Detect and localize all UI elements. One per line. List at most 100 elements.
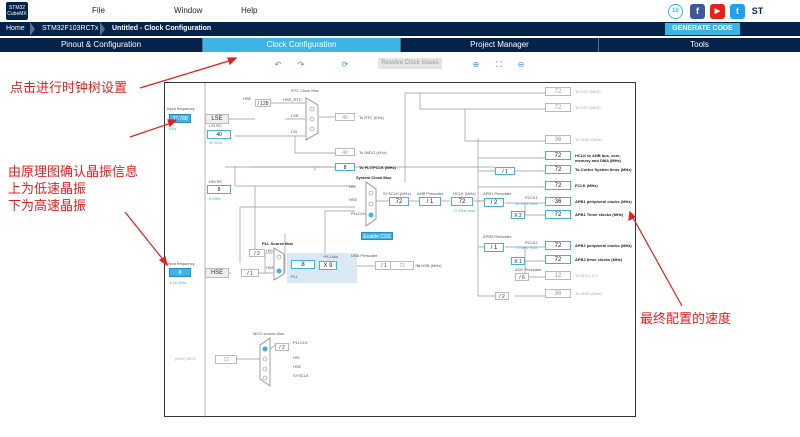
menu-help[interactable]: Help [241, 6, 258, 15]
pll-source-mux[interactable] [273, 247, 285, 281]
rtc-mux-label: RTC Clock Mux [291, 88, 319, 93]
lsi-rc-label: LSI RC [209, 123, 222, 128]
pllmul-select[interactable]: X 9 [319, 261, 337, 270]
output-label: To ADC1,2,3 [575, 273, 598, 278]
mco-pll-divider[interactable]: / 2 [275, 343, 289, 351]
menu-window[interactable]: Window [174, 6, 203, 15]
apb1-timer-multiplier: X 2 [511, 211, 525, 219]
rtc-clock-mux[interactable] [305, 97, 319, 141]
top-menu-bar: STM32 CubeMX File Window Help 10 f ▶ t S… [0, 0, 800, 22]
annotation-crystal-3: 下为高速晶振 [8, 198, 87, 213]
tab-project-manager[interactable]: Project Manager [401, 38, 599, 52]
hse-div-128[interactable]: / 128 [255, 99, 271, 107]
hsi-rc-unit: 8 MHz [209, 196, 221, 201]
iwdg-output-label: To IWDG (KHz) [359, 150, 387, 155]
hse-label-top: HSE [243, 96, 252, 101]
youtube-icon[interactable]: ▶ [710, 4, 725, 19]
output-value[interactable]: 36 [545, 197, 571, 206]
st-logo-icon[interactable]: ST [750, 4, 765, 19]
refresh-icon[interactable]: ⟳ [341, 60, 349, 69]
fit-icon[interactable]: ⛶ [496, 60, 502, 69]
hsi-rc-label: HSI RC [209, 179, 223, 184]
sysclk-value[interactable]: 72 [389, 197, 409, 206]
undo-icon[interactable]: ↶ [274, 60, 282, 69]
hse-input-unit: 4-16 MHz [169, 280, 187, 285]
output-label: APB2 timer clocks (MHz) [575, 257, 623, 262]
anniversary-badge-icon[interactable]: 10 [668, 4, 683, 19]
sys-mux-hse-label: HSE [349, 197, 358, 202]
sdio-divider[interactable]: / 2 [495, 292, 509, 300]
lse-input-frequency[interactable]: 32.768 [169, 114, 191, 123]
hclk-value[interactable]: 72 [451, 197, 473, 206]
pclk2-max-note: 72 MHz max [515, 245, 538, 250]
breadcrumb-device[interactable]: STM32F103RCTx [42, 25, 99, 32]
rtc-output-label: To RTC (KHz) [359, 115, 384, 120]
breadcrumb: Home STM32F103RCTx Untitled - Clock Conf… [0, 22, 800, 36]
pclk2-label: PCLK2 [525, 240, 538, 245]
mco-input-hsi: HSI [293, 355, 300, 360]
enable-css-button[interactable]: Enable CSS [361, 232, 393, 240]
hsi-rc-value: 8 [207, 185, 231, 194]
ahb-prescaler-label: AHB Prescaler [417, 191, 444, 196]
output-value[interactable]: 72 [545, 255, 571, 264]
tab-pinout[interactable]: Pinout & Configuration [0, 38, 203, 52]
output-value[interactable]: 72 [545, 151, 571, 160]
hse-rtc-label: HSE_RTC [283, 97, 302, 102]
output-value[interactable]: 72 [545, 210, 571, 219]
rtc-output-value: 40 [335, 113, 355, 121]
mco-source-mux[interactable] [259, 337, 271, 387]
rtc-lse-label: LSE [291, 113, 299, 118]
flitf-output-value: 8 [335, 163, 355, 171]
resolve-clock-issues-button[interactable]: Resolve Clock Issues [378, 58, 442, 69]
tab-tools[interactable]: Tools [690, 40, 709, 49]
facebook-icon[interactable]: f [690, 4, 705, 19]
system-clock-mux[interactable] [365, 181, 377, 227]
breadcrumb-home[interactable]: Home [6, 25, 25, 32]
output-label: APB1 peripheral clocks (MHz) [575, 199, 632, 204]
sys-mux-hsi-label: HSI [349, 184, 356, 189]
menu-file[interactable]: File [92, 6, 105, 15]
hclk-label: HCLK (MHz) [453, 191, 476, 196]
usb-prescaler-label: USB Prescaler [351, 253, 378, 258]
tab-clock-configuration[interactable]: Clock Configuration [203, 38, 401, 52]
pllmul-label: *PLLMul [323, 254, 339, 259]
output-value[interactable]: 72 [545, 165, 571, 174]
mco-input-sysclk: SYSCLK [293, 373, 309, 378]
zoom-in-icon[interactable]: ⊕ [472, 60, 480, 69]
output-label: To I2S2 (MHz) [575, 89, 601, 94]
mco-input-hse: HSE [293, 364, 302, 369]
ahb-prescaler-select[interactable]: / 1 [419, 197, 441, 206]
mco-mux-label: MCO source Mux [253, 331, 285, 336]
output-value: 12 [545, 271, 571, 280]
sysclk-label: SYSCLK (MHz) [383, 191, 411, 196]
zoom-out-icon[interactable]: ⊖ [517, 60, 525, 69]
pll-mux-hse-label: HSE [266, 265, 275, 270]
apb2-timer-multiplier: X 1 [511, 257, 525, 265]
output-value[interactable]: 72 [545, 181, 571, 190]
hse-input-frequency[interactable]: 8 [169, 268, 191, 277]
output-value: 36 [545, 289, 571, 298]
twitter-icon[interactable]: t [730, 4, 745, 19]
apb1-prescaler-select[interactable]: / 2 [484, 198, 504, 207]
redo-icon[interactable]: ↷ [297, 60, 305, 69]
adc-prescaler-select[interactable]: / 6 [515, 273, 529, 281]
pclk1-label: PCLK1 [525, 195, 538, 200]
output-label: To SDIO (MHz) [575, 291, 603, 296]
annotation-clock-tree: 点击进行时钟树设置 [10, 80, 128, 95]
cortex-divider[interactable]: / 1 [495, 167, 515, 175]
hse-block: HSE [205, 268, 229, 278]
pclk1-max-note: 36 MHz max [515, 201, 538, 206]
sys-mux-pllclk-label: PLLCLK [351, 211, 366, 216]
rtc-lsi-label: LSI [291, 129, 298, 134]
usb-output-label: To USB (MHz) [416, 263, 442, 268]
apb2-prescaler-select[interactable]: / 1 [484, 243, 504, 252]
output-value[interactable]: 72 [545, 241, 571, 250]
generate-code-button[interactable]: GENERATE CODE [665, 23, 740, 35]
pll-hsi-divider[interactable]: / 2 [249, 249, 265, 257]
annotation-crystal-2: 上为低速晶振 [8, 181, 87, 196]
lse-block: LSE [205, 114, 229, 124]
lsi-rc-value: 40 [207, 130, 231, 139]
hse-input-label: Input frequency [167, 261, 195, 266]
pll-hse-prediv[interactable]: / 1 [241, 269, 259, 277]
